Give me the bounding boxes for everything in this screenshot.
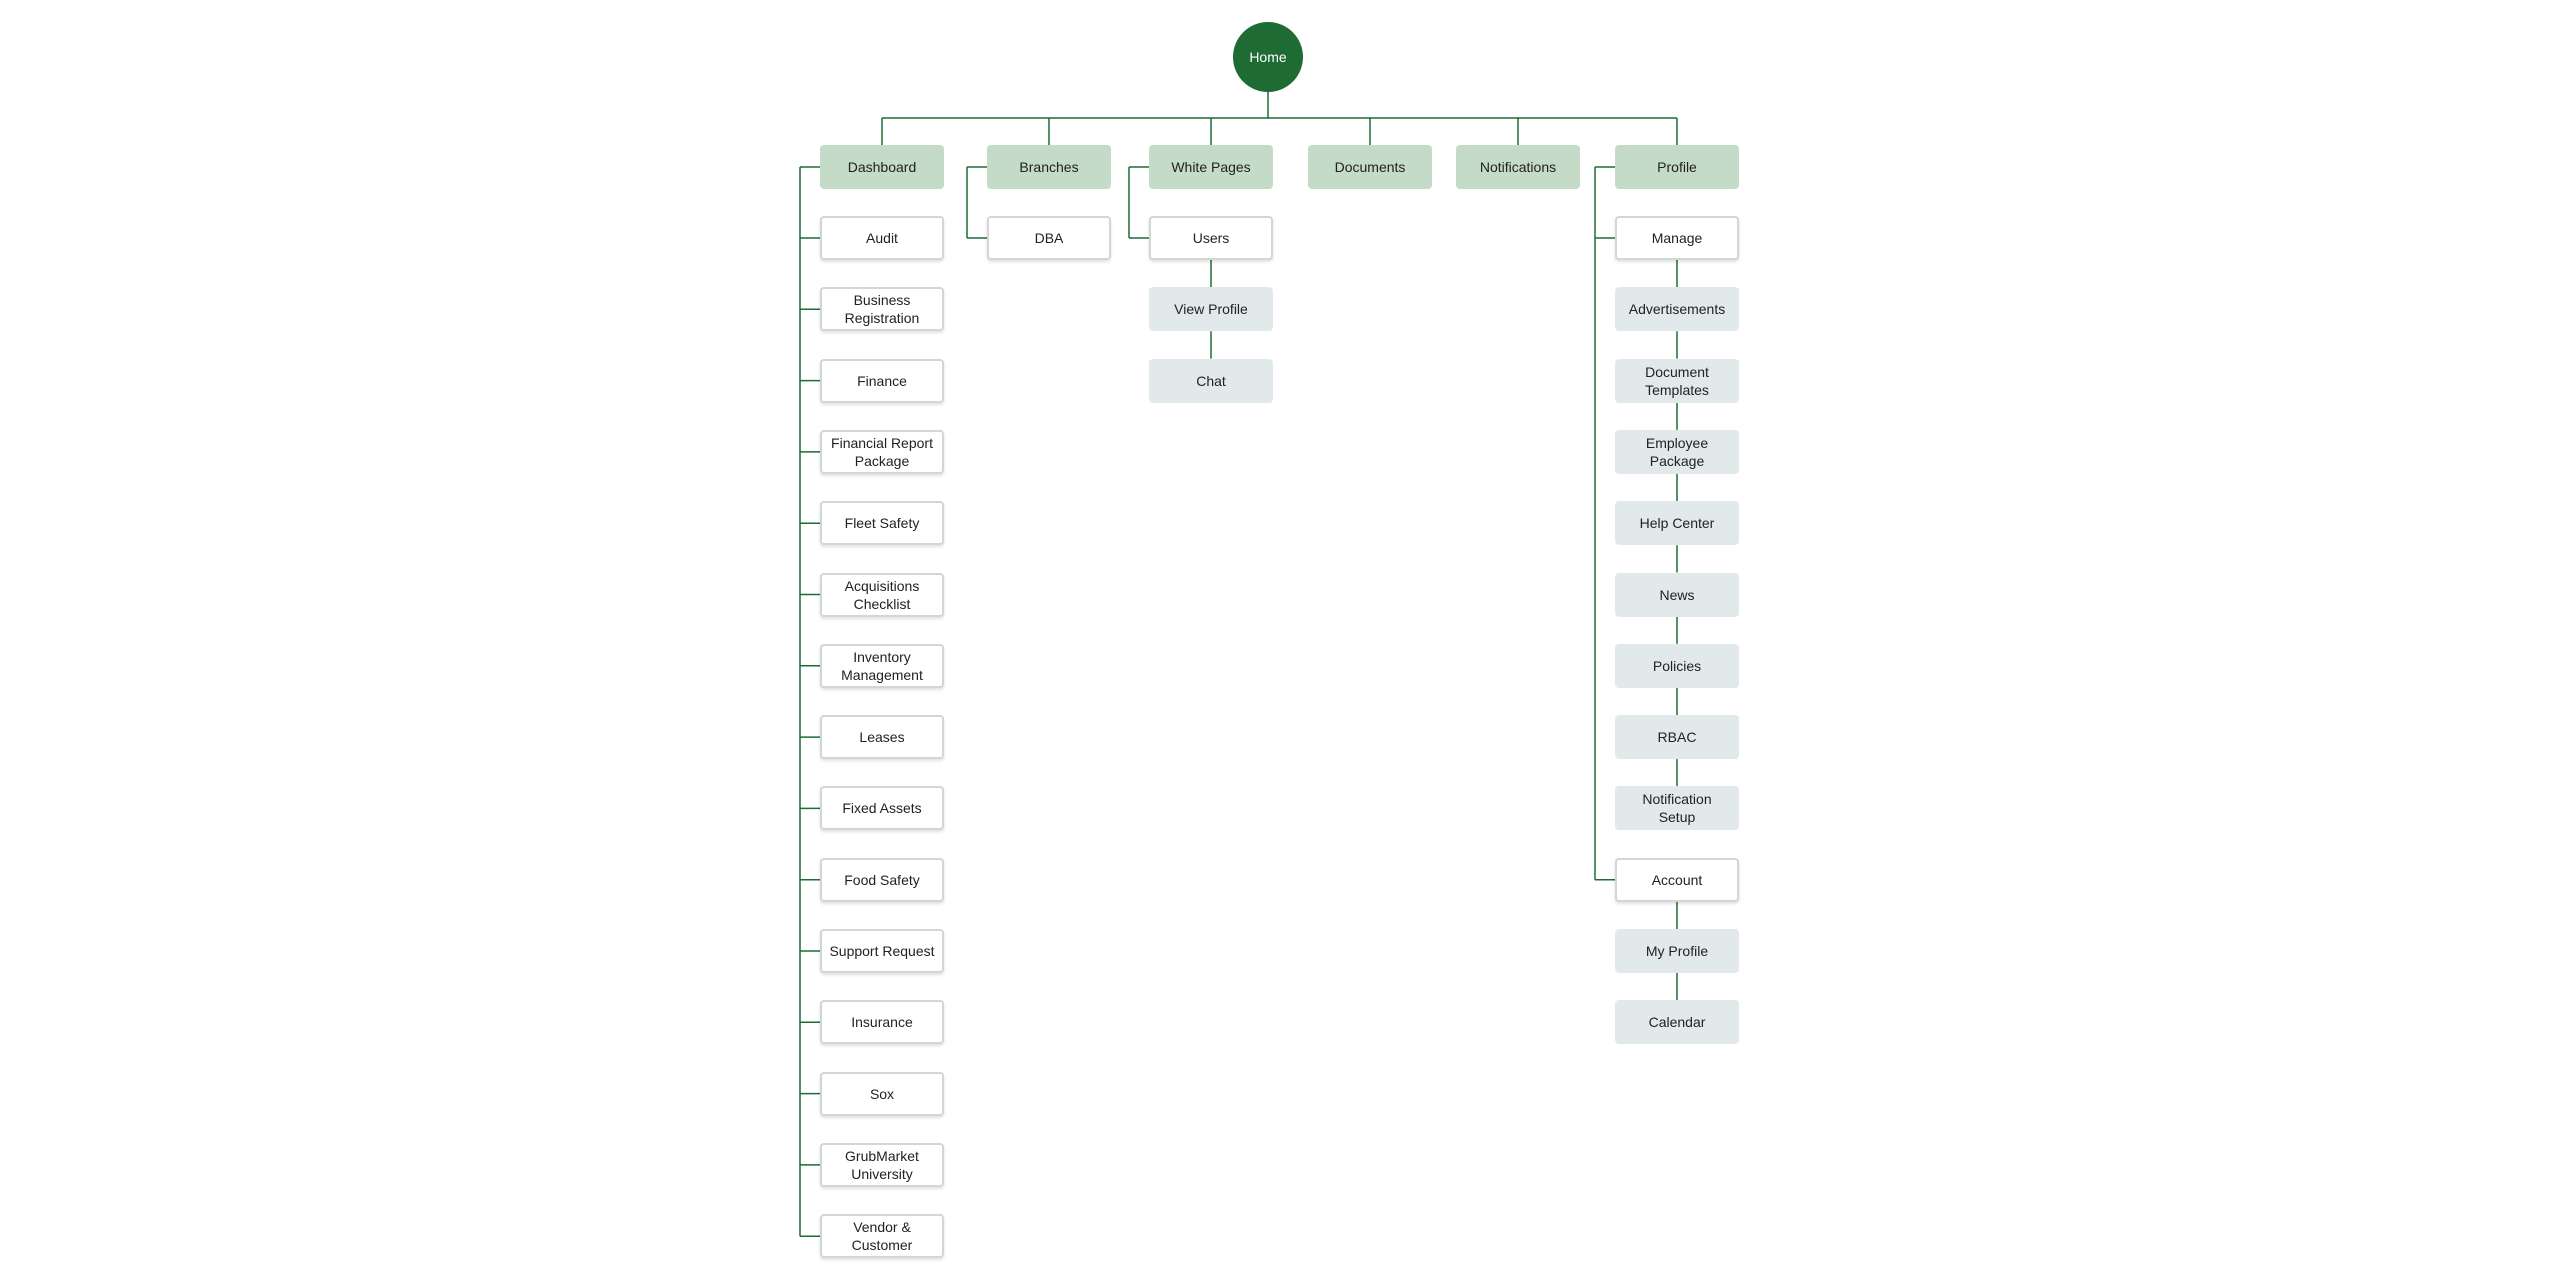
node-notifications[interactable]: Notifications [1456,145,1580,189]
node-users[interactable]: Users [1149,216,1273,260]
node-acquisitions-checklist[interactable]: Acquisitions Checklist [820,572,944,617]
node-account[interactable]: Account [1615,857,1739,902]
node-document-templates[interactable]: Document Templates [1615,358,1739,403]
node-rbac[interactable]: RBAC [1615,715,1739,760]
node-grubmarket-university[interactable]: GrubMarket University [820,1142,944,1187]
node-documents[interactable]: Documents [1308,145,1432,189]
node-white-pages[interactable]: White Pages [1149,145,1273,189]
node-view-profile[interactable]: View Profile [1149,287,1273,332]
node-audit[interactable]: Audit [820,216,944,260]
node-fixed-assets[interactable]: Fixed Assets [820,786,944,831]
node-advertisements[interactable]: Advertisements [1615,287,1739,332]
node-food-safety[interactable]: Food Safety [820,857,944,902]
node-employee-package[interactable]: Employee Package [1615,429,1739,474]
node-profile[interactable]: Profile [1615,145,1739,189]
node-vendor-customer[interactable]: Vendor & Customer [820,1214,944,1259]
node-branches[interactable]: Branches [987,145,1111,189]
node-chat[interactable]: Chat [1149,358,1273,403]
home-node[interactable]: Home [1233,22,1303,92]
node-help-center[interactable]: Help Center [1615,501,1739,546]
node-notification-setup[interactable]: Notification Setup [1615,786,1739,831]
node-manage[interactable]: Manage [1615,216,1739,260]
node-support-request[interactable]: Support Request [820,929,944,973]
node-finance[interactable]: Finance [820,358,944,403]
node-dba[interactable]: DBA [987,216,1111,260]
node-inventory-management[interactable]: Inventory Management [820,643,944,688]
node-dashboard[interactable]: Dashboard [820,145,944,189]
node-financial-report-package[interactable]: Financial Report Package [820,429,944,474]
node-sox[interactable]: Sox [820,1071,944,1116]
node-business-registration[interactable]: Business Registration [820,287,944,332]
node-calendar[interactable]: Calendar [1615,1000,1739,1045]
node-policies[interactable]: Policies [1615,643,1739,688]
node-my-profile[interactable]: My Profile [1615,929,1739,973]
node-fleet-safety[interactable]: Fleet Safety [820,501,944,546]
node-news[interactable]: News [1615,572,1739,617]
node-leases[interactable]: Leases [820,715,944,760]
node-insurance[interactable]: Insurance [820,1000,944,1045]
